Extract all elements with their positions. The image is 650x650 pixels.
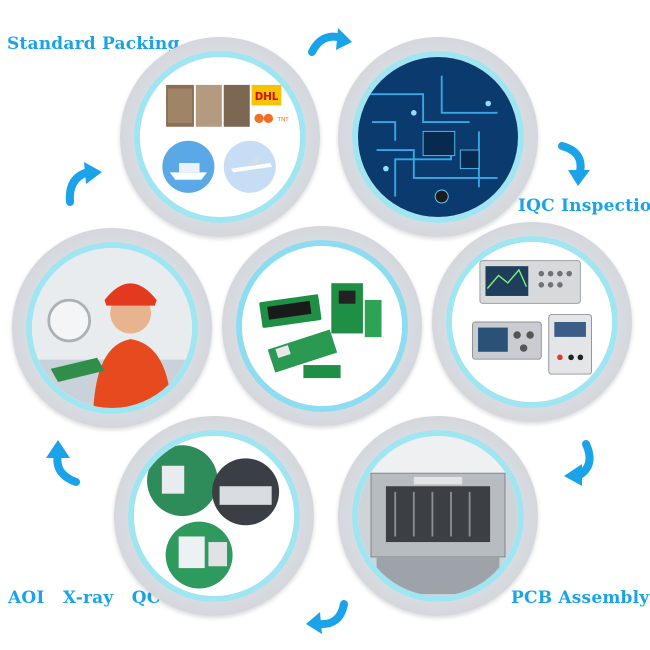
curved-arrow-icon: [306, 600, 348, 634]
tnt-logo-text: TNT: [277, 117, 290, 123]
dhl-logo: [251, 84, 282, 106]
worker-scene: [32, 248, 192, 408]
pcb-control-board: [331, 283, 382, 338]
circle-standard-packing: DHL TNT: [120, 37, 320, 237]
instruments-scene: [452, 242, 612, 402]
curved-arrow-icon: [65, 162, 102, 206]
capacitor: [434, 189, 449, 204]
label-pcb-assembly: PCB Assembly: [511, 588, 650, 608]
label-standard-packing: Standard Packing: [7, 34, 180, 54]
packing-scene: DHL TNT: [140, 57, 300, 217]
pcb-driver-board: [267, 329, 338, 373]
circle-aoi-xray-qc: [114, 416, 314, 616]
dhl-logo-text: DHL: [255, 92, 279, 103]
curved-arrow-icon: [308, 28, 352, 56]
circle-pcb-assembly: [338, 416, 538, 616]
pcb-products: [242, 246, 402, 406]
pcb-board: [50, 357, 105, 382]
circle-circuit-board: [338, 37, 538, 237]
pcb-display-board: [259, 294, 322, 328]
magnifier-lamp: [47, 298, 92, 343]
circle-center-pcb: [222, 226, 422, 426]
pcb-small-board: [303, 365, 341, 379]
curved-arrow-icon: [558, 142, 590, 186]
curved-arrow-icon: [46, 440, 80, 486]
curved-arrow-icon: [564, 440, 594, 486]
red-cap: [104, 283, 157, 306]
circle-iqc-instruments: [432, 222, 632, 422]
tnt-logo: [254, 113, 264, 124]
assembly-scene: [358, 436, 518, 596]
carton-box: [223, 84, 250, 127]
circle-worker: [12, 228, 212, 428]
carton-box: [195, 84, 222, 127]
inspection-scene: [134, 436, 294, 596]
chip: [422, 130, 456, 157]
circuit-scene: [358, 57, 518, 217]
red-uniform: [93, 339, 172, 408]
label-iqc-inspection: IQC Inspection: [518, 196, 650, 216]
